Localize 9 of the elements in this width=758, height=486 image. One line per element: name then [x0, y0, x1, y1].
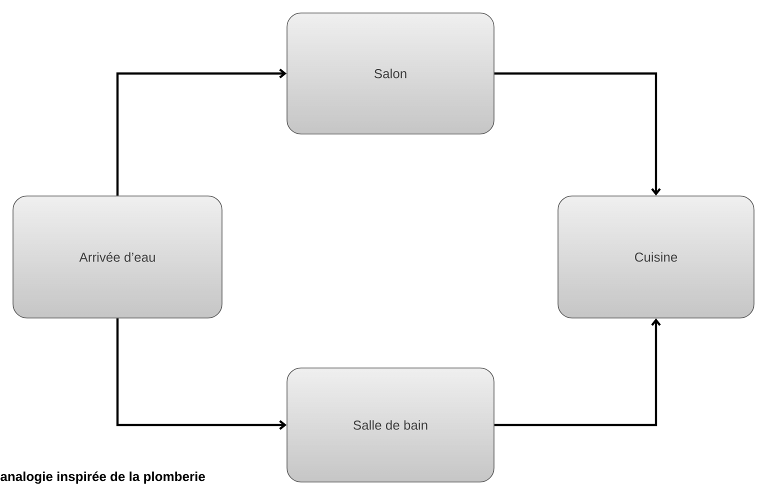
- process-box: Arrivée d’eau: [12, 196, 222, 318]
- arrow: [494, 318, 661, 426]
- arrow: [116, 68, 287, 196]
- arrow: [494, 72, 661, 196]
- arrow: [116, 318, 287, 430]
- process-box: Cuisine: [558, 196, 754, 318]
- process-box: Salle de bain: [286, 368, 494, 482]
- process-box: Salon: [286, 12, 494, 134]
- caption: analogie inspirée de la plomberie: [0, 471, 205, 484]
